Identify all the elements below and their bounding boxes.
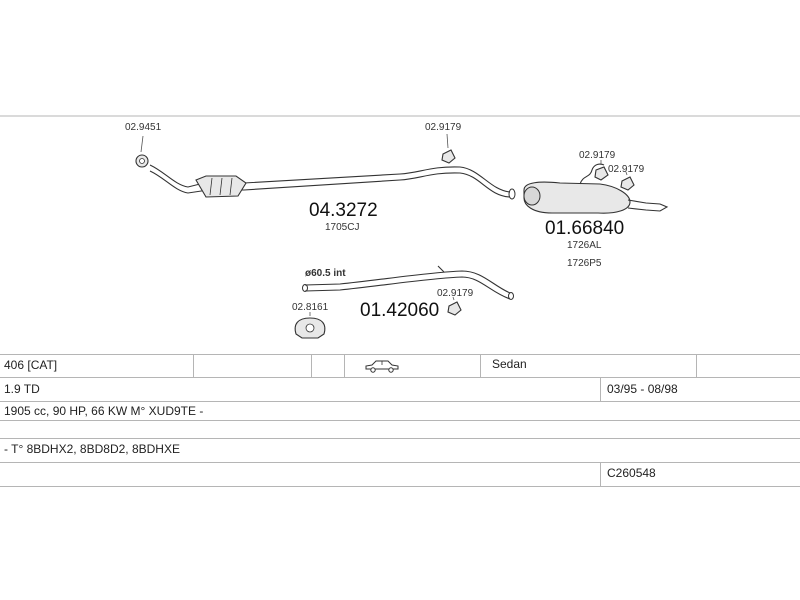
alt-pipe-code: 01.42060: [360, 300, 439, 321]
alt-mount-label: 02.8161: [292, 302, 329, 313]
sedan-car-icon: [365, 360, 399, 373]
table-rule-3: [0, 401, 800, 402]
table-rule-6: [0, 462, 800, 463]
table-rule-5: [0, 438, 800, 439]
front-pipe-ref: 1705CJ: [325, 222, 359, 233]
alt-hanger-label: 02.9179: [437, 288, 474, 299]
table-rule-1: [0, 354, 800, 355]
engine-codes-cell: - T° 8BDHX2, 8BD8D2, 8BDHXE: [4, 442, 180, 456]
front-clamp-label: 02.9451: [125, 122, 162, 133]
spec-cell: 1905 cc, 90 HP, 66 KW M° XUD9TE -: [4, 404, 204, 418]
table-rule-2: [0, 377, 800, 378]
mid-hanger-part: [441, 133, 456, 164]
model-cell: 406 [CAT]: [4, 358, 58, 372]
table-vline-7: [600, 462, 601, 486]
catalog-code-cell: C260548: [607, 466, 656, 480]
alt-hanger-part: [447, 296, 462, 316]
table-vline-4: [480, 354, 481, 377]
rear-silencer-ref-2: 1726P5: [567, 258, 602, 269]
table-rule-4: [0, 420, 800, 421]
rear-hanger-2-label: 02.9179: [608, 164, 645, 175]
alt-pipe-diameter: ø60.5 int: [305, 268, 346, 279]
rear-silencer-code: 01.66840: [545, 218, 624, 239]
table-vline-6: [600, 377, 601, 401]
table-vline-5: [696, 354, 697, 377]
front-pipe-code: 04.3272: [309, 200, 378, 221]
front-clamp-part: [135, 135, 149, 168]
alt-mount-part: [294, 312, 326, 339]
years-cell: 03/95 - 08/98: [607, 382, 678, 396]
mid-hanger-label: 02.9179: [425, 122, 462, 133]
rear-silencer-ref-1: 1726AL: [567, 240, 602, 251]
rear-hanger-1-label: 02.9179: [579, 150, 616, 161]
engine-cell: 1.9 TD: [4, 382, 40, 396]
alt-pipe-part: [302, 265, 514, 300]
rear-hanger-1-part: [594, 160, 609, 181]
front-pipe-part: [149, 164, 516, 200]
table-vline-2: [311, 354, 312, 377]
table-vline-1: [193, 354, 194, 377]
table-rule-7: [0, 486, 800, 487]
table-vline-3: [344, 354, 345, 377]
rear-hanger-2-part: [620, 171, 635, 191]
rear-silencer-part: [523, 163, 669, 214]
body-type-cell: Sedan: [492, 357, 527, 371]
